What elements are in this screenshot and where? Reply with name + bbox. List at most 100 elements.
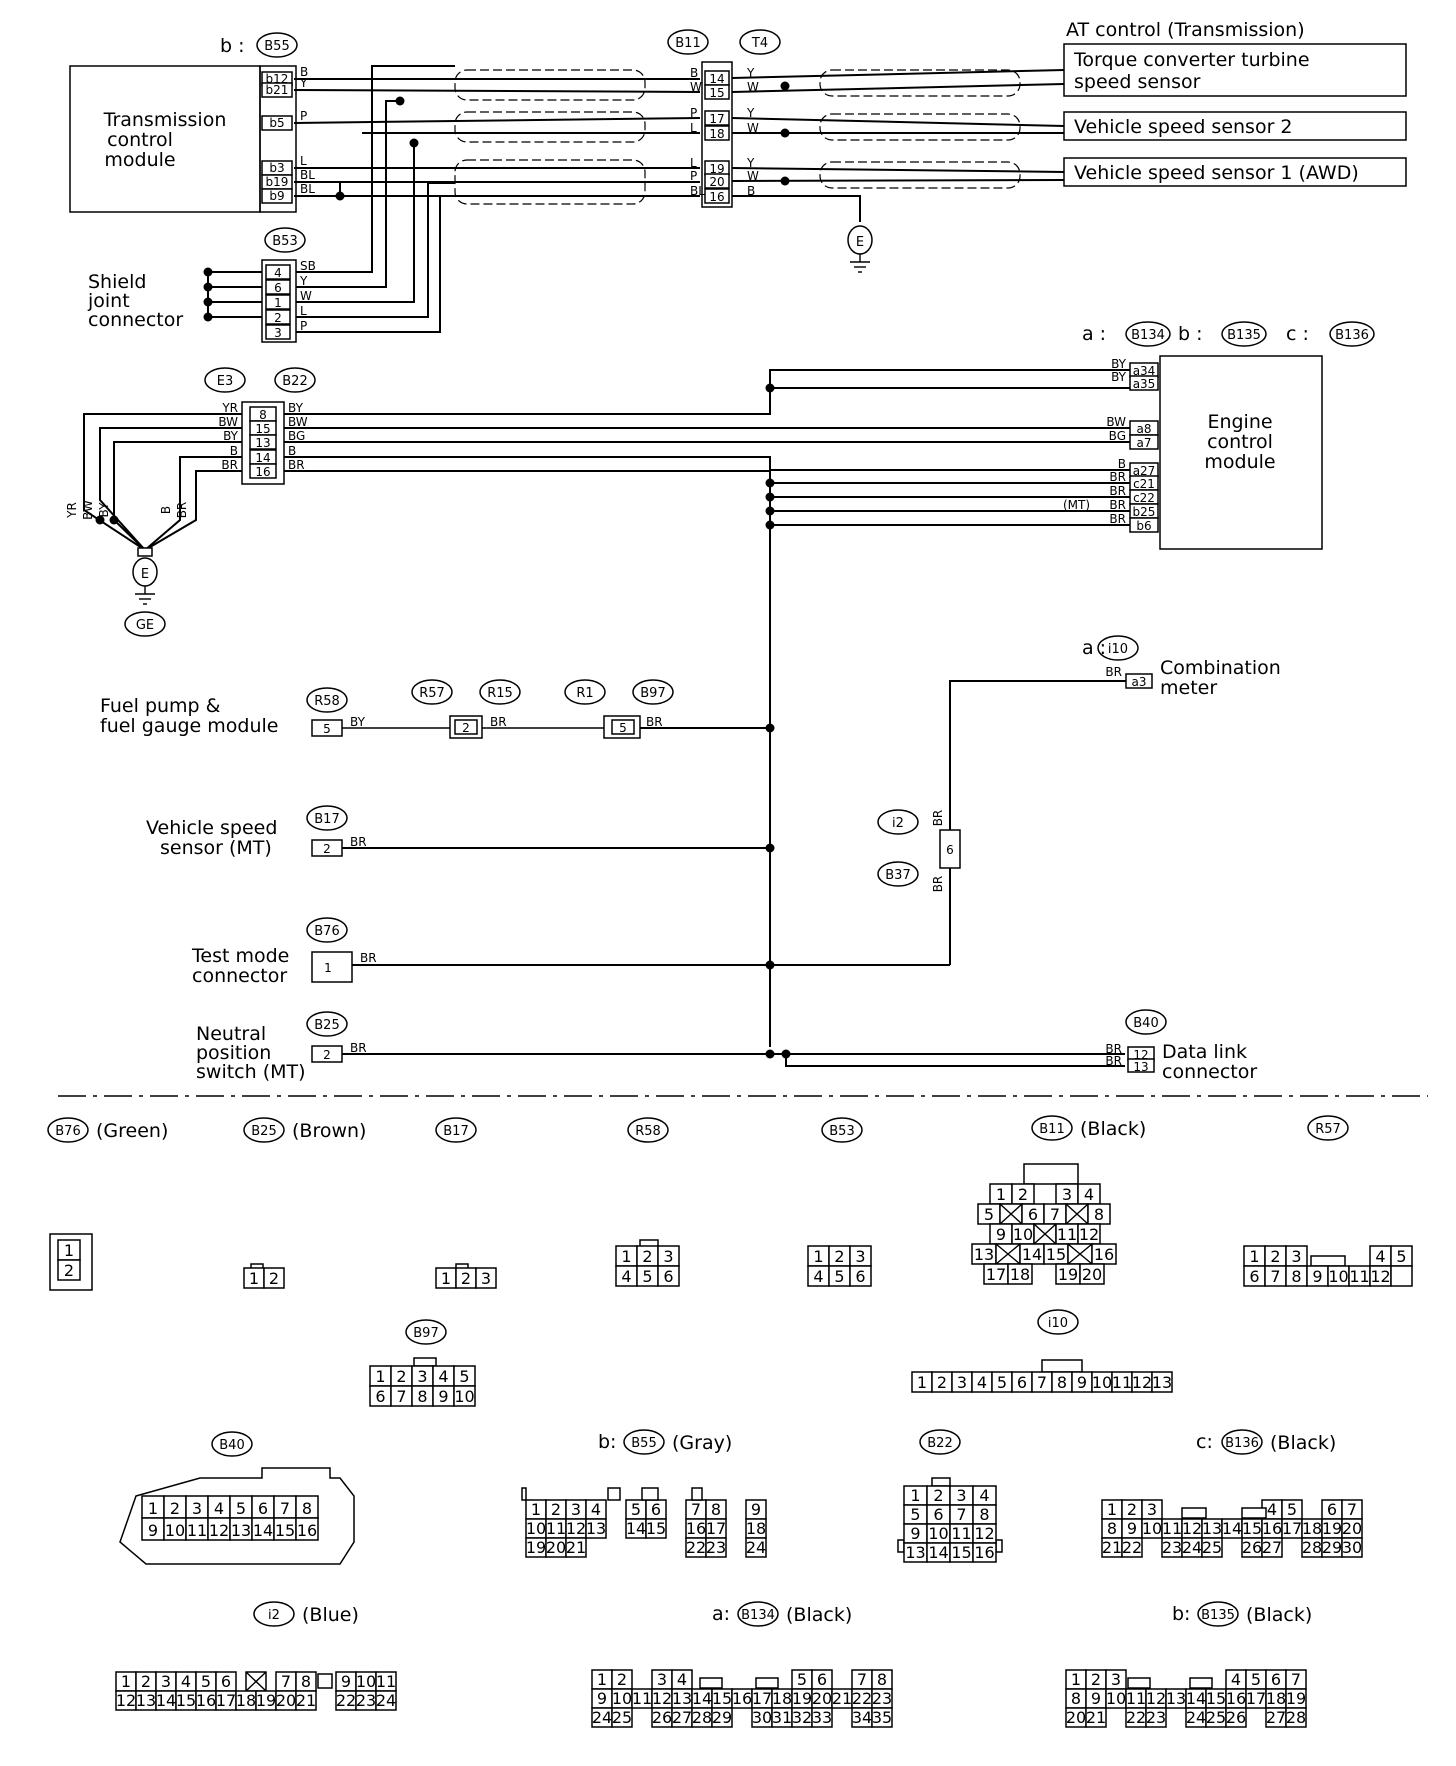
legend-b22-badge	[919, 1429, 961, 1455]
legend-b40-pin: 7	[280, 1499, 290, 1518]
legend-b17-pin: 3	[481, 1269, 491, 1288]
shield-at-3	[819, 161, 1021, 189]
connector-r57-badge	[411, 679, 453, 705]
legend-b55-pin: 21	[566, 1538, 586, 1557]
ecm-pin: a7	[1137, 436, 1152, 450]
legend-b135-pin: 1	[1071, 1670, 1081, 1689]
legend-b134-pin: 18	[772, 1689, 792, 1708]
legend-b134-pin: 35	[872, 1708, 892, 1727]
connector-t4-label: T4	[751, 36, 768, 51]
vss1-label: Vehicle speed sensor 1 (AWD)	[1074, 162, 1359, 184]
b53-pin: 2	[274, 311, 282, 325]
b76-pin: 1	[324, 961, 332, 975]
connector-e3-label: E3	[217, 374, 234, 389]
b25-pin-box	[311, 1045, 343, 1063]
legend-b134-pin: 29	[712, 1708, 732, 1727]
shield-drain-3	[296, 143, 415, 303]
legend-b134-pin: 6	[817, 1670, 827, 1689]
tcm-wire-color: B	[300, 65, 308, 79]
legend-b40-pin: 4	[214, 1499, 224, 1518]
ecm-wire-color: BR	[1109, 470, 1126, 484]
legend-b134-pin: 22	[852, 1689, 872, 1708]
tcm-pin-box	[261, 115, 293, 131]
connector-r57-label: R57	[419, 686, 445, 701]
legend-r58-pin: 6	[663, 1267, 673, 1286]
legend-i10-pin: 8	[1057, 1373, 1067, 1392]
legend-b135-pin: 5	[1251, 1670, 1261, 1689]
legend-b136-label: B136	[1225, 1436, 1259, 1451]
legend-b136-pin: 15	[1242, 1519, 1262, 1538]
legend-i2-pin: 7	[281, 1672, 291, 1691]
shield-drain-5	[296, 196, 441, 333]
legend-b135-pin: 26	[1226, 1708, 1246, 1727]
legend-i2-blank	[317, 1673, 333, 1689]
legend-b22-pin: 9	[910, 1524, 920, 1543]
legend-b136-pin: 14	[1222, 1519, 1242, 1538]
t4-wire-color: B	[747, 184, 755, 198]
splice-dot	[395, 96, 405, 106]
vss2-box	[1063, 111, 1407, 141]
tcm-pin: b12	[266, 72, 289, 86]
legend-b11-label: B11	[1039, 1122, 1064, 1137]
legend-b40-pin: 11	[187, 1521, 207, 1540]
legend-i10-pin: 11	[1112, 1373, 1132, 1392]
legend-b136-pin: 28	[1302, 1538, 1322, 1557]
legend-b135-pin: 11	[1126, 1689, 1146, 1708]
shield-at-2	[819, 113, 1021, 141]
ecm-wire-color: BW	[1106, 415, 1126, 429]
legend-b55-pin: 17	[706, 1519, 726, 1538]
tcm-name-line1: Transmission	[103, 109, 227, 131]
legend-b136-badge	[1221, 1429, 1263, 1455]
legend-b136-pin: 16	[1262, 1519, 1282, 1538]
e3-pin-box	[249, 434, 277, 450]
legend-i10-pin: 6	[1017, 1373, 1027, 1392]
connector-r58-label: R58	[314, 694, 340, 709]
dlc-line2: connector	[1162, 1061, 1257, 1083]
tcm-name-line2: control	[107, 129, 173, 151]
legend-b135-pin: 3	[1111, 1670, 1121, 1689]
ecm-wire-by	[284, 387, 1130, 415]
legend-b40-pin: 13	[231, 1521, 251, 1540]
legend-r58-pin: 2	[642, 1247, 652, 1266]
ecm-prefix-a: a :	[1082, 323, 1106, 345]
ecm-pin: a8	[1137, 422, 1152, 436]
shield-at-1	[819, 69, 1021, 97]
splice-dot	[765, 478, 775, 488]
legend-b134-pin: 2	[617, 1670, 627, 1689]
ecm-wire-b	[284, 456, 1130, 471]
b17-wire-color: BR	[350, 835, 367, 849]
legend-i10-pin: 10	[1092, 1373, 1112, 1392]
shield-wire-color: SB	[300, 259, 316, 273]
at-sensor-wire	[731, 69, 1065, 79]
legend-b53-pin: 2	[834, 1247, 844, 1266]
legend-b76-pin-box	[57, 1259, 81, 1281]
legend-b53-pin: 1	[813, 1247, 823, 1266]
legend-i2-pin: 2	[141, 1672, 151, 1691]
e3-pin: 14	[255, 451, 270, 465]
legend-b11-latch	[1023, 1163, 1079, 1185]
combo-prefix: a :	[1082, 637, 1106, 659]
b53-pin-box	[265, 279, 291, 295]
t4-wire-color: W	[747, 80, 759, 94]
combo-line2: meter	[1160, 677, 1217, 699]
legend-b135-pin: 2	[1091, 1670, 1101, 1689]
tc-sensor-line1: Torque converter turbine	[1073, 49, 1310, 71]
legend-b55-pin: 19	[526, 1538, 546, 1557]
ecm-name-line2: control	[1207, 431, 1273, 453]
gnd-wire-b	[144, 456, 242, 551]
legend-b22-latch	[931, 1477, 951, 1487]
legend-b136-pin: 1	[1107, 1500, 1117, 1519]
ecm-prefix-b: b :	[1178, 323, 1203, 345]
legend-r57-pin: 10	[1328, 1267, 1348, 1286]
legend-b25-color: (Brown)	[292, 1120, 366, 1142]
legend-i2-pin: 22	[336, 1691, 356, 1710]
legend-b135-pin: 27	[1266, 1708, 1286, 1727]
legend-b136-pin-box	[1201, 1537, 1223, 1558]
legend-b22-pin: 11	[951, 1524, 971, 1543]
legend-r58-pin: 4	[621, 1267, 631, 1286]
b76-wire-color: BR	[360, 951, 377, 965]
legend-b22-pin: 16	[974, 1543, 994, 1562]
connector-b11-label: B11	[675, 36, 700, 51]
legend-b134-prefix: a:	[712, 1603, 730, 1625]
legend-b136-pin: 22	[1122, 1538, 1142, 1557]
